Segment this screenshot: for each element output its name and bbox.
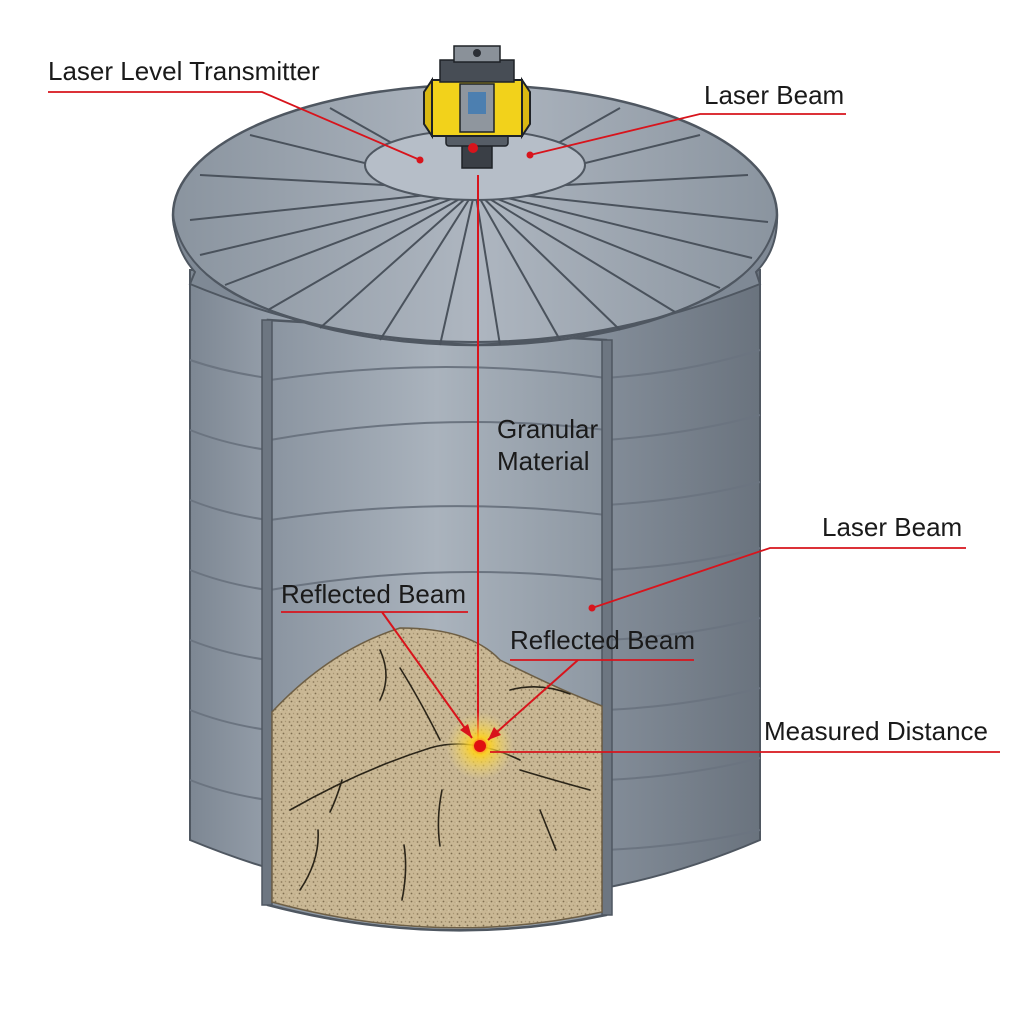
callout-measured-distance: Measured Distance (490, 716, 1000, 753)
callout-laser-beam-right: Laser Beam (588, 512, 966, 612)
reflected-beam-left-line (381, 611, 473, 739)
label-granular-line1: Granular (497, 414, 598, 444)
reflected-beam-right-arrow (488, 727, 501, 740)
label-laser-level-transmitter: Laser Level Transmitter (48, 56, 320, 86)
label-reflected-beam-left: Reflected Beam (281, 579, 466, 609)
callout-reflected-beam-right: Reflected Beam (510, 625, 695, 661)
label-reflected-beam-right: Reflected Beam (510, 625, 695, 655)
silo-roof (171, 83, 779, 347)
label-laser-beam-right: Laser Beam (822, 512, 962, 542)
reflected-beam-right-line (487, 659, 579, 741)
laser-level-transmitter-icon (423, 45, 531, 169)
reflected-beam-left-arrow (460, 724, 472, 738)
callout-reflected-beam-left: Reflected Beam (281, 579, 468, 613)
laser-impact-point (474, 740, 486, 752)
granular-material-pile (271, 627, 603, 929)
callout-granular-material: Granular Material (497, 414, 598, 476)
label-laser-beam-top: Laser Beam (704, 80, 844, 110)
label-measured-distance: Measured Distance (764, 716, 988, 746)
callout-laser-beam-top: Laser Beam (526, 80, 846, 159)
callout-transmitter: Laser Level Transmitter (48, 56, 424, 164)
label-granular-line2: Material (497, 446, 589, 476)
